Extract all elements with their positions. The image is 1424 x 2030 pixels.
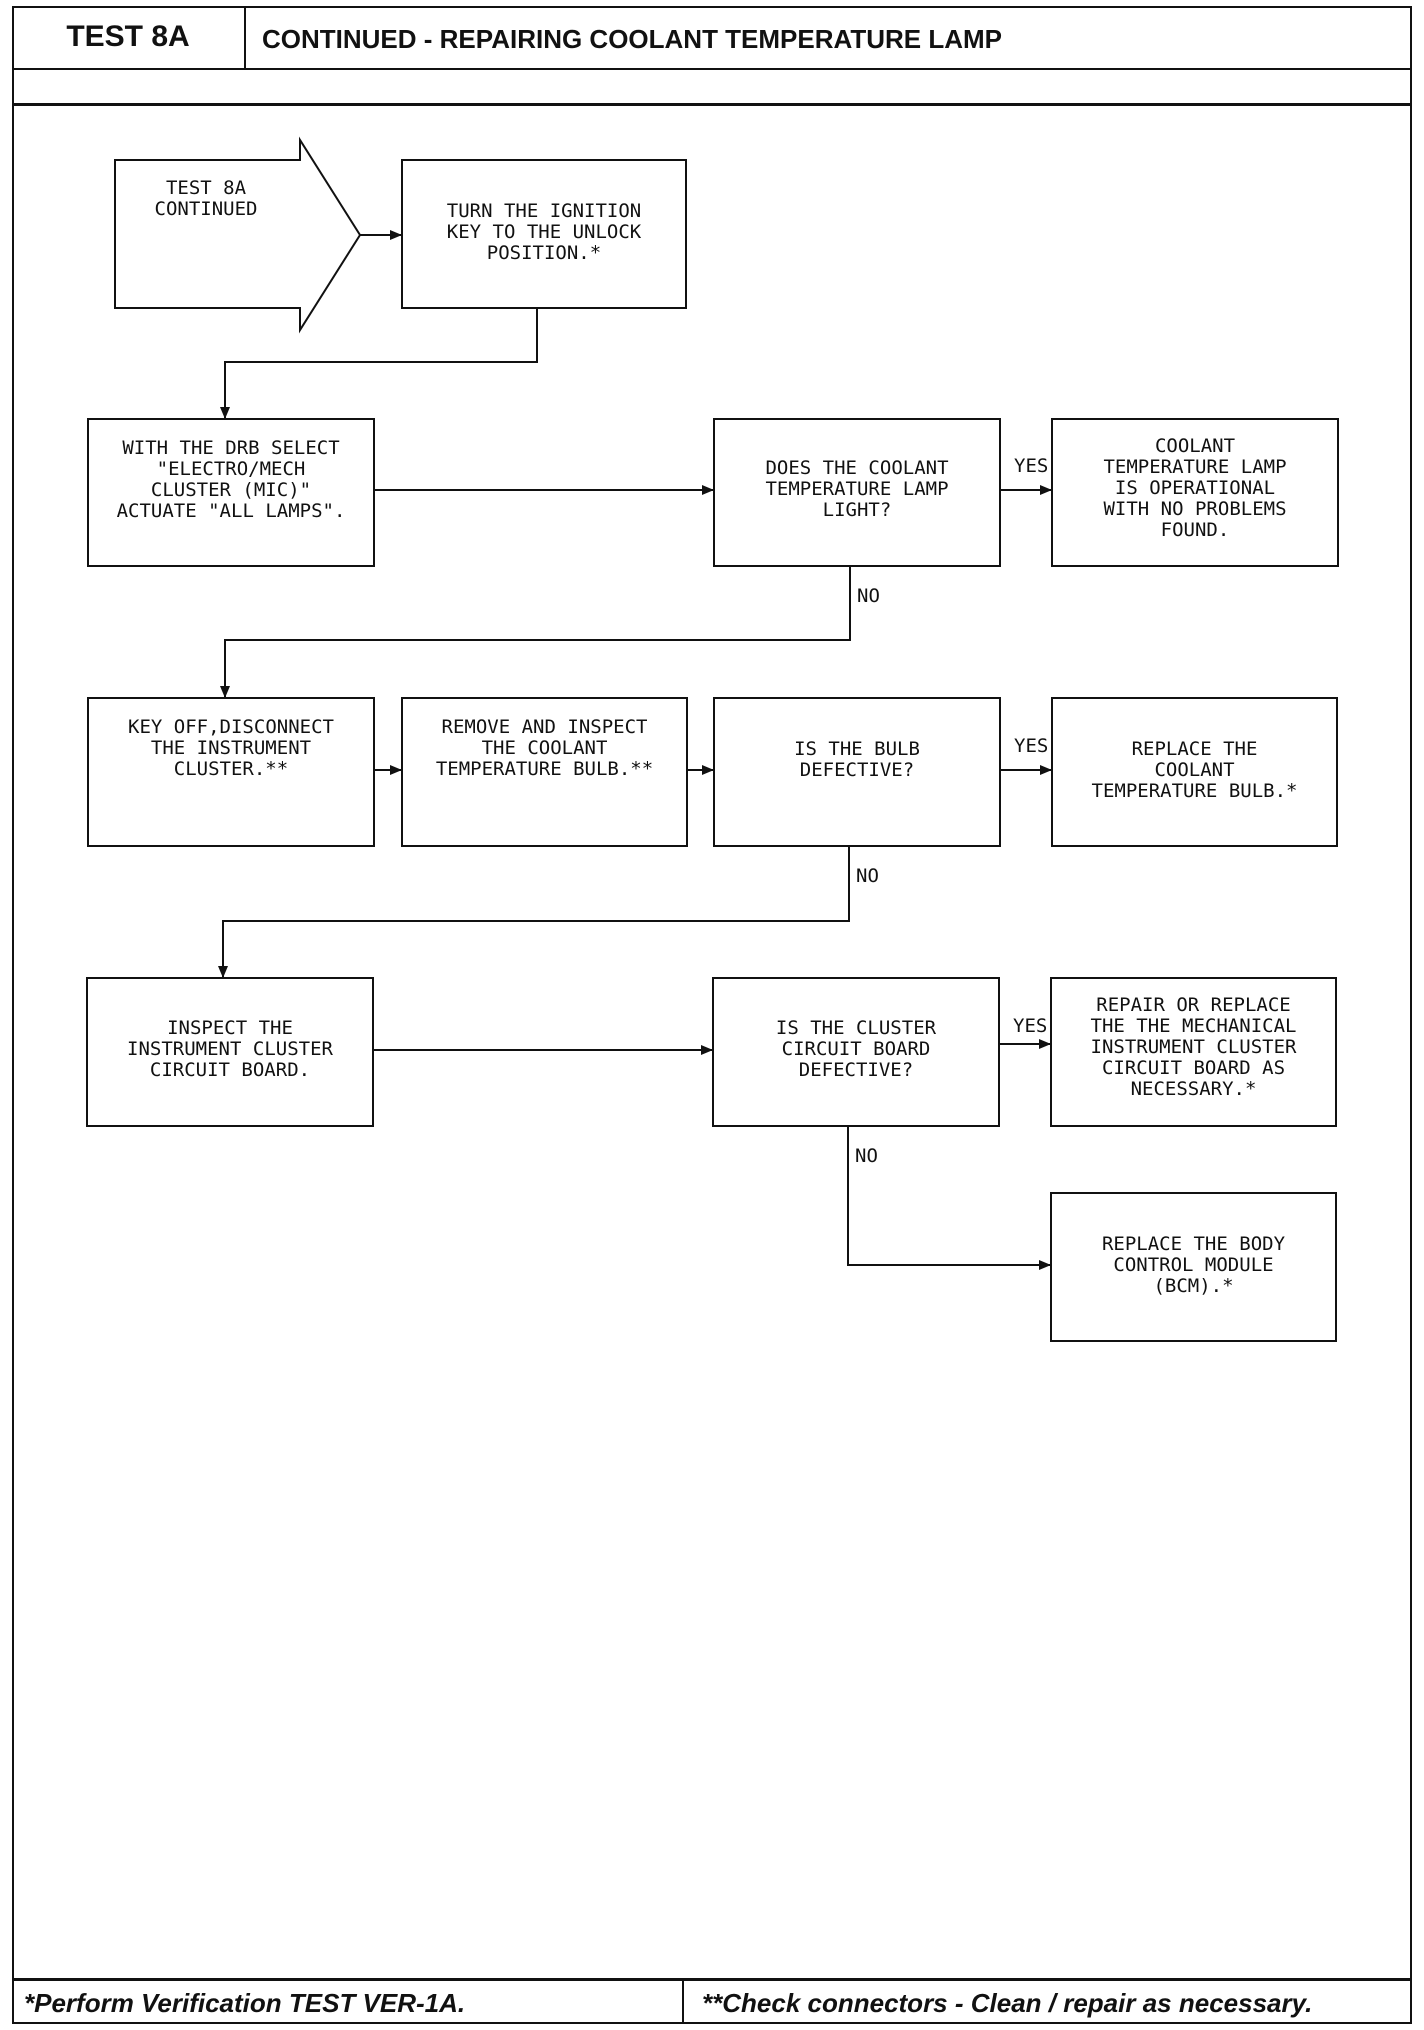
page-footer: *Perform Verification TEST VER-1A. **Che… xyxy=(12,1978,1412,2024)
step-key-off-text: KEY OFF,DISCONNECT THE INSTRUMENT CLUSTE… xyxy=(128,716,334,780)
question-lamp-box: DOES THE COOLANT TEMPERATURE LAMP LIGHT? xyxy=(713,418,1001,567)
step-remove-bulb-text: REMOVE AND INSPECT THE COOLANT TEMPERATU… xyxy=(435,716,654,780)
step-ignition-box: TURN THE IGNITION KEY TO THE UNLOCK POSI… xyxy=(401,159,687,309)
step-drb-text: WITH THE DRB SELECT "ELECTRO/MECH CLUSTE… xyxy=(116,437,346,522)
connector-qbulb-no xyxy=(218,846,850,978)
start-arrow-shape xyxy=(114,136,362,334)
yes-label-bulb: YES xyxy=(1014,735,1049,757)
connector-ignition-drb xyxy=(220,308,538,419)
result-operational-box: COOLANT TEMPERATURE LAMP IS OPERATIONAL … xyxy=(1051,418,1339,567)
no-label-lamp: NO xyxy=(857,585,880,607)
page-frame xyxy=(12,6,1412,2024)
result-replace-bulb-box: REPLACE THE COOLANT TEMPERATURE BULB.* xyxy=(1051,697,1338,847)
test-id: TEST 8A xyxy=(12,6,246,68)
page-title: CONTINUED - REPAIRING COOLANT TEMPERATUR… xyxy=(262,24,1003,54)
step-remove-bulb-box: REMOVE AND INSPECT THE COOLANT TEMPERATU… xyxy=(401,697,688,847)
footnote-single-asterisk: *Perform Verification TEST VER-1A. xyxy=(12,1981,684,2024)
step-key-off-box: KEY OFF,DISCONNECT THE INSTRUMENT CLUSTE… xyxy=(87,697,375,847)
question-bulb-text: IS THE BULB DEFECTIVE? xyxy=(794,738,920,781)
header-row: TEST 8A CONTINUED - REPAIRING COOLANT TE… xyxy=(12,6,1412,70)
step-drb-box: WITH THE DRB SELECT "ELECTRO/MECH CLUSTE… xyxy=(87,418,375,567)
start-label: TEST 8A CONTINUED xyxy=(154,177,258,220)
question-lamp-text: DOES THE COOLANT TEMPERATURE LAMP LIGHT? xyxy=(765,457,949,521)
footnote-double-asterisk: **Check connectors - Clean / repair as n… xyxy=(702,1988,1313,2018)
result-repair-board-box: REPAIR OR REPLACE THE THE MECHANICAL INS… xyxy=(1050,977,1337,1127)
step-inspect-board-text: INSPECT THE INSTRUMENT CLUSTER CIRCUIT B… xyxy=(127,1017,333,1081)
result-repair-board-text: REPAIR OR REPLACE THE THE MECHANICAL INS… xyxy=(1090,994,1297,1100)
start-label-area: TEST 8A CONTINUED xyxy=(116,178,296,238)
no-label-bulb: NO xyxy=(856,865,879,887)
result-replace-bcm-box: REPLACE THE BODY CONTROL MODULE (BCM).* xyxy=(1050,1192,1337,1342)
connector-qlamp-no xyxy=(220,566,851,698)
page-header: TEST 8A CONTINUED - REPAIRING COOLANT TE… xyxy=(12,6,1412,106)
yes-label-lamp: YES xyxy=(1014,455,1049,477)
question-board-text: IS THE CLUSTER CIRCUIT BOARD DEFECTIVE? xyxy=(775,1017,937,1081)
step-inspect-board-box: INSPECT THE INSTRUMENT CLUSTER CIRCUIT B… xyxy=(86,977,374,1127)
yes-label-board: YES xyxy=(1013,1015,1048,1037)
result-operational-text: COOLANT TEMPERATURE LAMP IS OPERATIONAL … xyxy=(1103,435,1287,541)
result-replace-bcm-text: REPLACE THE BODY CONTROL MODULE (BCM).* xyxy=(1101,1233,1286,1297)
connector-qboard-no xyxy=(847,1126,1051,1270)
result-replace-bulb-text: REPLACE THE COOLANT TEMPERATURE BULB.* xyxy=(1091,738,1298,802)
question-board-box: IS THE CLUSTER CIRCUIT BOARD DEFECTIVE? xyxy=(712,977,1000,1127)
no-label-board: NO xyxy=(855,1145,878,1167)
step-ignition-text: TURN THE IGNITION KEY TO THE UNLOCK POSI… xyxy=(446,200,642,264)
question-bulb-box: IS THE BULB DEFECTIVE? xyxy=(713,697,1001,847)
